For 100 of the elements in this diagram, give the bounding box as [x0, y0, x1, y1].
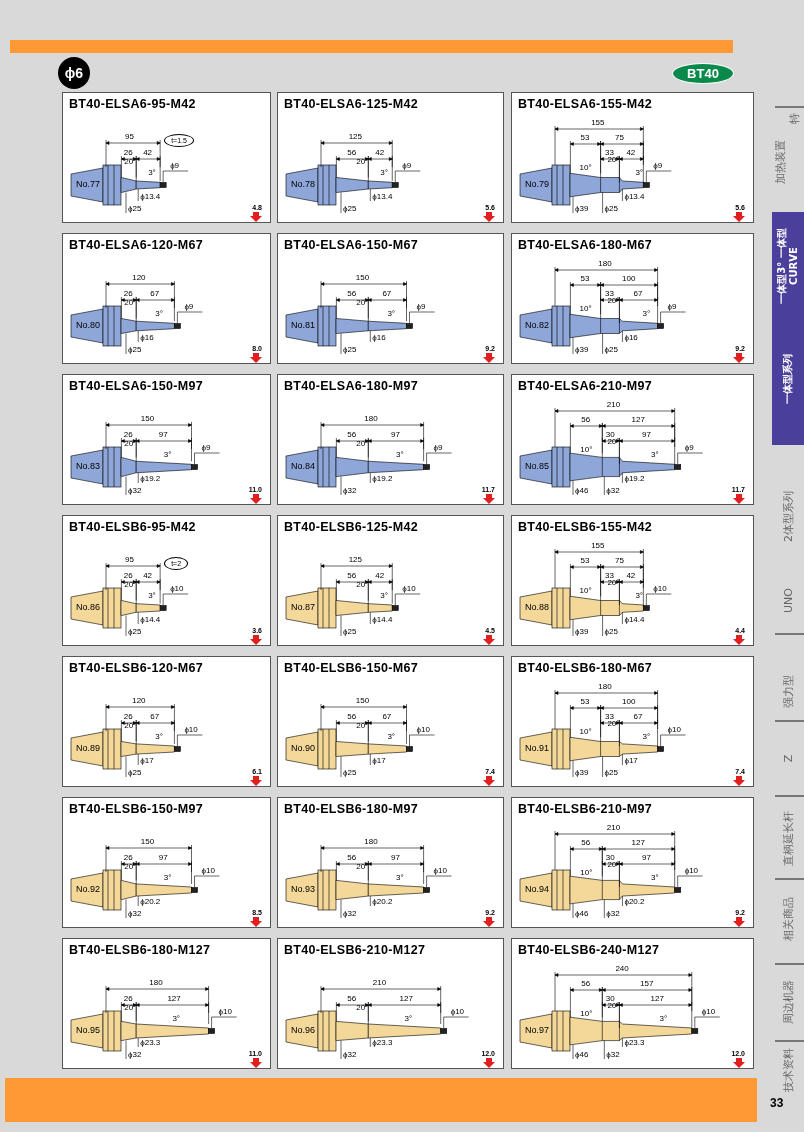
dimension-label: 56 [581, 415, 591, 424]
diameter-label: ϕ25 [343, 345, 357, 354]
tab-label: UNO [781, 587, 795, 615]
item-number: No.86 [76, 603, 101, 612]
product-card [511, 92, 754, 223]
dimension-label: 97 [158, 853, 168, 862]
product-card [511, 515, 754, 646]
dimension-label: 125 [348, 555, 362, 564]
diameter-label: ϕ25 [604, 345, 618, 354]
diameter-label: ϕ25 [128, 627, 142, 636]
dimension-label: 180 [598, 682, 612, 691]
tab-label: 2体型系列 [780, 490, 796, 544]
dimension-label: 75 [614, 133, 624, 142]
dimension-label: 127 [167, 994, 181, 1003]
diameter-label: ϕ23.3 [624, 1038, 645, 1047]
diameter-label: ϕ10 [667, 725, 681, 734]
dimension-label: 150 [140, 837, 155, 846]
diameter-label: ϕ25 [604, 204, 618, 213]
diameter-label: ϕ10 [684, 866, 699, 875]
dimension-label: 240 [615, 964, 629, 973]
product-card [511, 797, 754, 928]
dimension-label: 67 [633, 712, 643, 721]
dimension-label: 26 [123, 712, 133, 721]
angle-label: 3° [635, 591, 644, 600]
dimension-label: 97 [642, 430, 651, 439]
dimension-label: 210 [606, 823, 621, 832]
product-card [62, 797, 271, 928]
angle-label: 10° [579, 163, 592, 172]
model-name: BT40-ELSB6-120-M67 [69, 661, 203, 675]
model-name: BT40-ELSA6-180-M97 [284, 379, 418, 393]
dimension-label: 30 [605, 430, 615, 439]
diameter-label: ϕ10 [450, 1007, 465, 1016]
dimension-label: 127 [631, 838, 645, 847]
angle-label: 20° [356, 439, 369, 448]
dimension-label: 26 [123, 853, 133, 862]
angle-label: 3° [148, 591, 156, 600]
dimension-label: 30 [605, 994, 615, 1003]
size-badge: ϕ6 [58, 57, 90, 89]
product-card [62, 233, 271, 364]
diameter-label: ϕ25 [604, 627, 618, 636]
diameter-label: ϕ25 [604, 768, 618, 777]
dimension-label: 33 [605, 712, 614, 721]
diameter-label: ϕ25 [343, 204, 357, 213]
diameter-label: ϕ25 [128, 204, 142, 213]
dimension-label: 56 [347, 712, 357, 721]
diameter-label: ϕ14.4 [624, 615, 645, 624]
model-name: BT40-ELSB6-95-M42 [69, 520, 196, 534]
item-number: No.81 [291, 321, 316, 330]
dimension-label: 67 [382, 712, 392, 721]
angle-label: 10° [580, 445, 593, 454]
dimension-label: 210 [372, 978, 387, 987]
dimension-label: 155 [591, 118, 605, 127]
dimension-label: 95 [125, 555, 134, 564]
diameter-label: ϕ32 [343, 909, 357, 918]
dimension-label: 67 [382, 289, 392, 298]
dimension-label: 42 [375, 571, 385, 580]
model-name: BT40-ELSA6-150-M67 [284, 238, 418, 252]
angle-label: 20° [124, 721, 137, 730]
angle-label: 3° [155, 732, 163, 741]
dimension-label: 33 [605, 571, 614, 580]
product-card [277, 233, 504, 364]
angle-label: 3° [163, 873, 172, 882]
product-card [62, 938, 271, 1069]
angle-label: 3° [380, 168, 388, 177]
diameter-label: ϕ32 [128, 909, 142, 918]
diameter-label: ϕ9 [433, 443, 443, 452]
diameter-label: ϕ14.4 [372, 615, 393, 624]
dimension-label: 53 [580, 133, 590, 142]
diameter-label: ϕ17 [372, 756, 386, 765]
angle-label: 3° [380, 591, 388, 600]
dimension-label: 56 [347, 430, 357, 439]
diameter-label: ϕ32 [128, 1050, 142, 1059]
model-name: BT40-ELSA6-125-M42 [284, 97, 418, 111]
angle-label: 3° [404, 1014, 413, 1023]
dimension-label: 53 [580, 274, 590, 283]
dimension-label: 150 [140, 414, 155, 423]
angle-label: 3° [395, 450, 404, 459]
dimension-label: 67 [633, 289, 643, 298]
dimension-label: 67 [150, 712, 160, 721]
tab-label: 加热装置 [772, 138, 788, 186]
dimension-label: 56 [347, 148, 357, 157]
dimension-label: 26 [123, 148, 133, 157]
diameter-label: ϕ32 [606, 486, 620, 495]
model-name: BT40-ELSB6-180-M97 [284, 802, 418, 816]
model-name: BT40-ELSA6-95-M42 [69, 97, 196, 111]
angle-label: 10° [580, 1009, 593, 1018]
angle-label: 20° [124, 157, 137, 166]
item-number: No.83 [76, 462, 101, 471]
dimension-label: 125 [348, 132, 362, 141]
angle-label: 20° [356, 157, 369, 166]
diameter-label: ϕ9 [184, 302, 194, 311]
diameter-label: ϕ9 [416, 302, 426, 311]
item-number: No.95 [76, 1026, 101, 1035]
angle-label: 20° [607, 719, 620, 728]
model-name: BT40-ELSB6-150-M67 [284, 661, 418, 675]
model-name: BT40-ELSA6-120-M67 [69, 238, 203, 252]
diameter-label: ϕ39 [575, 627, 589, 636]
diameter-label: ϕ14.4 [140, 615, 161, 624]
angle-label: 20° [607, 437, 620, 446]
angle-label: 20° [607, 578, 620, 587]
